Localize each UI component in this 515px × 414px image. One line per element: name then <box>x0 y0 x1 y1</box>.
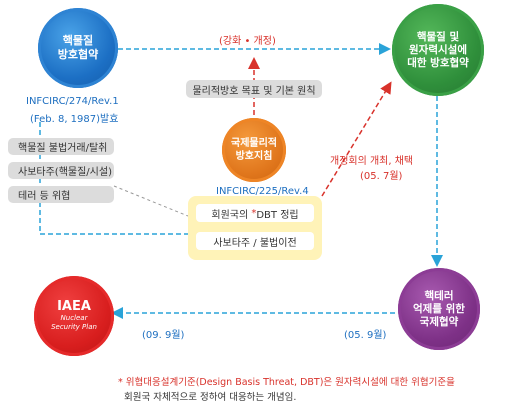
dbt-prefix: 회원국의 <box>211 209 252 221</box>
sabotage-item: 사보타주 / 불법이전 <box>196 232 314 250</box>
dbt-item: 회원국의 *DBT 정립 <box>196 204 314 222</box>
node-amended-convention-label: 핵물질 및 원자력시설에 대한 방호협약 <box>407 30 469 69</box>
node-iaea-text: IAEA Nuclear Security Plan <box>51 300 97 332</box>
dbt-star: * <box>251 207 257 219</box>
iaea-subtitle: Nuclear Security Plan <box>51 314 97 331</box>
node-physical-protection-convention: 핵물질 방호협약 <box>38 8 118 88</box>
label-terrorism-date: (05. 9월) <box>344 330 387 341</box>
threat-item: 사보타주(핵물질/시설) <box>8 162 114 179</box>
footnote-line-2: 회원국 자체적으로 정하여 대응하는 개념임. <box>124 392 297 403</box>
principle-box: 물리적방호 목표 및 기본 원칙 <box>186 80 322 98</box>
node-terrorism-convention-label: 핵테러 억제를 위한 국제협약 <box>413 289 465 328</box>
label-date-274: (Feb. 8, 1987)발효 <box>30 114 119 125</box>
label-infcirc-225: INFCIRC/225/Rev.4 <box>216 186 309 197</box>
node-iaea: IAEA Nuclear Security Plan <box>34 276 114 356</box>
label-infcirc-274: INFCIRC/274/Rev.1 <box>26 96 119 107</box>
label-conference: 개정회의 개최, 채택 <box>330 156 414 167</box>
node-guideline: 국제물리적 방호지침 <box>222 118 286 182</box>
label-strengthen-amend: (강화 • 개정) <box>219 36 276 47</box>
node-guideline-label: 국제물리적 방호지침 <box>231 138 277 162</box>
label-conference-date: (05. 7월) <box>360 171 403 182</box>
dbt-rest: DBT 정립 <box>256 209 299 221</box>
node-amended-convention: 핵물질 및 원자력시설에 대한 방호협약 <box>392 4 484 96</box>
iaea-title: IAEA <box>57 299 91 314</box>
footnote-line-1: * 위협대응설계기준(Design Basis Threat, DBT)은 원자… <box>118 374 455 388</box>
label-iaea-date: (09. 9월) <box>142 330 185 341</box>
threat-item: 핵물질 불법거래/탈취 <box>8 138 114 155</box>
arrow-conference <box>321 81 392 197</box>
footnote-line-1-text: * 위협대응설계기준(Design Basis Threat, DBT)은 원자… <box>118 377 455 388</box>
threat-item: 테러 등 위협 <box>8 186 114 203</box>
node-physical-protection-convention-label: 핵물질 방호협약 <box>57 34 99 61</box>
node-terrorism-convention: 핵테러 억제를 위한 국제협약 <box>398 268 480 350</box>
line-gray-yellow <box>113 185 189 217</box>
